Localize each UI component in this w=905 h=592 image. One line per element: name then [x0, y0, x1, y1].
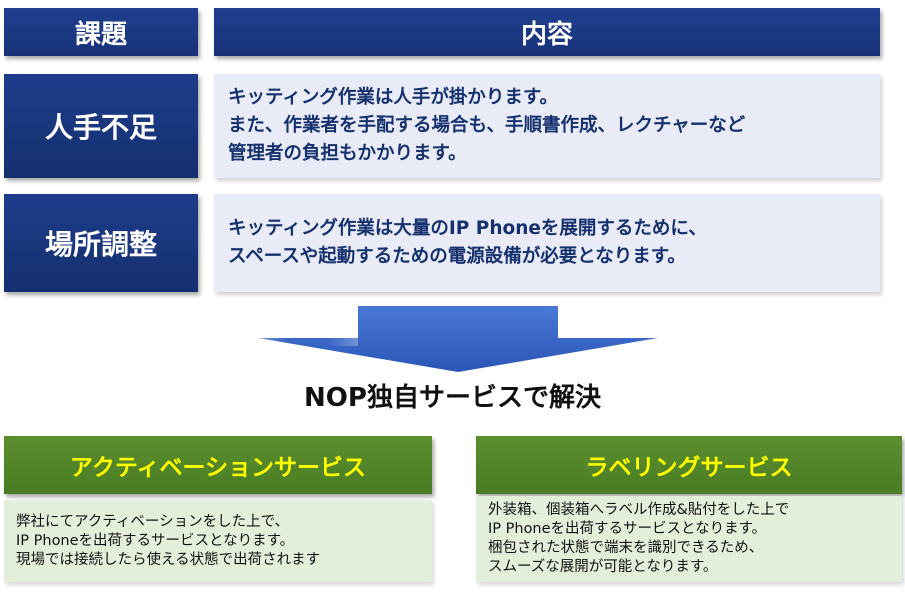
content-line: キッティング作業は人手が掛かります。 [228, 87, 559, 108]
service-line: IP Phoneを出荷するサービスとなります。 [488, 521, 767, 537]
row-content-location: キッティング作業は大量のIP Phoneを展開するために、 スペースや起動するた… [214, 194, 880, 292]
solution-heading: NOP独自サービスで解決 [304, 383, 601, 413]
service-line: 弊社にてアクティベーションをした上で、 [16, 513, 290, 530]
content-line: また、作業者を手配する場合も、手順書作成、レクチャーなど [228, 115, 746, 136]
down-arrow-icon [258, 306, 658, 372]
issue-header: 課題 [4, 8, 198, 56]
service-body-labeling: 外装箱、個装箱へラベル作成&貼付をした上で IP Phoneを出荷するサービスと… [476, 496, 902, 582]
row-content-labor-shortage: キッティング作業は人手が掛かります。 また、作業者を手配する場合も、手順書作成、… [214, 74, 880, 178]
service-line: 外装箱、個装箱へラベル作成&貼付をした上で [488, 502, 790, 518]
content-line: スペースや起動するための電源設備が必要となります。 [228, 246, 686, 267]
service-line: 梱包された状態で端末を識別できるため、 [488, 540, 764, 556]
service-line: 現場では接続したら使える状態で出荷されます [16, 551, 321, 568]
service-title-labeling: ラベリングサービス [476, 436, 902, 494]
content-line: 管理者の負担もかかります。 [228, 143, 467, 164]
service-line: IP Phoneを出荷するサービスとなります。 [16, 532, 295, 549]
content-line: キッティング作業は大量のIP Phoneを展開するために、 [228, 218, 707, 239]
service-body-activation: 弊社にてアクティベーションをした上で、 IP Phoneを出荷するサービスとなり… [4, 500, 432, 582]
service-line: スムーズな展開が可能となります。 [488, 559, 718, 575]
service-title-activation: アクティベーションサービス [4, 436, 432, 494]
row-label-location: 場所調整 [4, 194, 198, 292]
content-header: 内容 [214, 8, 880, 56]
row-label-labor-shortage: 人手不足 [4, 74, 198, 178]
